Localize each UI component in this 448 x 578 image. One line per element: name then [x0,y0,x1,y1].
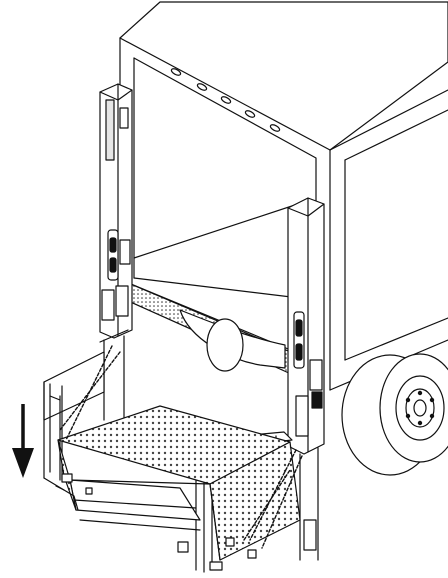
truck-rear-wheels [341,353,448,476]
lift-platform [43,405,301,561]
support-chains [59,345,303,549]
down-arrow-icon [12,404,34,478]
platform-hardware [61,473,257,571]
left-lift-column [99,83,133,421]
spare-tire [206,318,244,372]
truck-box-body [119,1,448,391]
right-lift-column [287,197,325,561]
